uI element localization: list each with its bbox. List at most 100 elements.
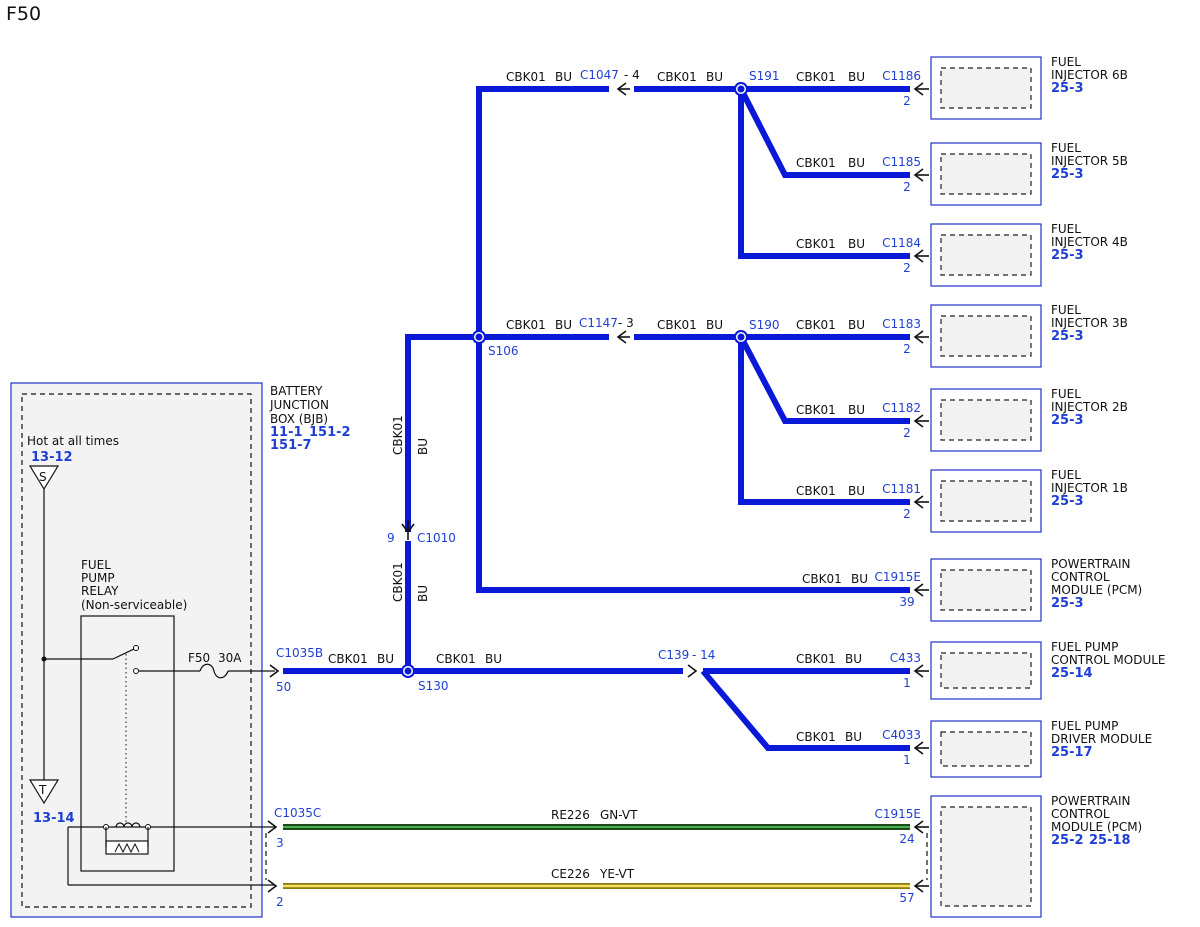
connector-label[interactable]: C1186 xyxy=(882,69,921,83)
connector-label[interactable]: C1915E xyxy=(875,570,922,584)
component-ref-link[interactable]: 25-3 xyxy=(1051,413,1084,428)
c139-label[interactable]: C139 xyxy=(658,648,689,662)
c1047-label[interactable]: C1047 xyxy=(580,68,619,82)
component-ref-link[interactable]: 25-3 xyxy=(1051,167,1084,182)
component-ref-link[interactable]: 25-18 xyxy=(1089,833,1131,848)
re226-circuit: RE226 xyxy=(551,808,590,822)
connector-label[interactable]: C1915E xyxy=(875,807,922,821)
s-ref-link[interactable]: 13-12 xyxy=(31,450,73,465)
connector-pin: 2 xyxy=(903,507,911,521)
c1035c-pin2: 2 xyxy=(276,895,284,909)
component-name: INJECTOR 4B xyxy=(1051,235,1128,249)
connector-arrows xyxy=(265,82,698,893)
svg-text:CBK01: CBK01 xyxy=(391,415,405,455)
component-name: POWERTRAIN xyxy=(1051,794,1131,808)
svg-text:CBK01: CBK01 xyxy=(657,318,697,332)
c1035c-label[interactable]: C1035C xyxy=(274,806,321,820)
component-ref-link[interactable]: 25-3 xyxy=(1051,248,1084,263)
component-ref-link[interactable]: 25-14 xyxy=(1051,666,1093,681)
connector-pin: 2 xyxy=(903,426,911,440)
svg-text:CBK01: CBK01 xyxy=(506,70,546,84)
bjb-ref-151-2[interactable]: 151-2 xyxy=(309,425,351,440)
svg-text:CBK01: CBK01 xyxy=(436,652,476,666)
svg-text:BU: BU xyxy=(848,484,865,498)
hot-at-all-times-label: Hot at all times xyxy=(27,434,119,448)
splice-s106-label: S106 xyxy=(488,344,519,358)
svg-text:BU: BU xyxy=(848,70,865,84)
component-name: INJECTOR 5B xyxy=(1051,154,1128,168)
t-ref-link[interactable]: 13-14 xyxy=(33,811,75,826)
svg-text:BU: BU xyxy=(377,652,394,666)
component-ref-link[interactable]: 25-3 xyxy=(1051,596,1084,611)
component-ref-link[interactable]: 25-2 xyxy=(1051,833,1084,848)
connector-label[interactable]: C433 xyxy=(890,651,921,665)
ce226-color: YE-VT xyxy=(599,867,635,881)
relay-box xyxy=(80,615,175,872)
c1147-label[interactable]: C1147 xyxy=(579,316,618,330)
component-name: FUEL xyxy=(1051,387,1081,401)
inline-connector-labels: C1047 - 4 C1147 - 3 9 C1010 C139 - 14 C1… xyxy=(274,68,715,909)
c1010-pin: 9 xyxy=(387,531,395,545)
bjb-ref-151-7[interactable]: 151-7 xyxy=(270,438,312,453)
connector-label[interactable]: C4033 xyxy=(882,728,921,742)
component-name: CONTROL xyxy=(1051,807,1110,821)
bjb-name-1: BATTERY xyxy=(270,384,323,398)
component-name: FUEL xyxy=(1051,55,1081,69)
svg-text:BU: BU xyxy=(851,572,868,586)
svg-text:BU: BU xyxy=(706,70,723,84)
bjb-ref-11-1[interactable]: 11-1 xyxy=(270,425,303,440)
svg-text:CBK01: CBK01 xyxy=(796,730,836,744)
svg-text:BU: BU xyxy=(706,318,723,332)
svg-text:CBK01: CBK01 xyxy=(796,70,836,84)
s-symbol: S xyxy=(39,470,47,484)
svg-text:BU: BU xyxy=(555,318,572,332)
component-name: POWERTRAIN xyxy=(1051,557,1131,571)
component-ref-link[interactable]: 25-3 xyxy=(1051,81,1084,96)
re226-color: GN-VT xyxy=(600,808,638,822)
svg-text:CBK01: CBK01 xyxy=(796,237,836,251)
c1147-pin: - 3 xyxy=(618,316,634,330)
svg-text:BU: BU xyxy=(848,237,865,251)
connector-pin: 1 xyxy=(903,676,911,690)
battery-junction-box: BATTERY JUNCTION BOX (BJB) 11-1 151-2 15… xyxy=(10,382,351,918)
c1035b-label[interactable]: C1035B xyxy=(276,646,323,660)
svg-text:BU: BU xyxy=(555,70,572,84)
c1010-label[interactable]: C1010 xyxy=(417,531,456,545)
relay-switch-contact xyxy=(112,647,137,660)
connector-pin: 2 xyxy=(903,94,911,108)
connector-pin: 1 xyxy=(903,753,911,767)
component-name: MODULE (PCM) xyxy=(1051,820,1142,834)
svg-text:CBK01: CBK01 xyxy=(796,318,836,332)
connector-label[interactable]: C1185 xyxy=(882,155,921,169)
component-name: FUEL PUMP xyxy=(1051,719,1118,733)
fuse-label: F50 xyxy=(188,651,210,665)
fuse-icon xyxy=(199,663,229,679)
connector-pin: 2 xyxy=(903,180,911,194)
connector-label[interactable]: C1184 xyxy=(882,236,921,250)
svg-text:BU: BU xyxy=(845,730,862,744)
resistor-icon xyxy=(114,842,140,854)
page-title: F50 xyxy=(6,3,41,25)
component-ref-link[interactable]: 25-17 xyxy=(1051,745,1093,760)
splice-s190-label: S190 xyxy=(749,318,780,332)
component-ref-link[interactable]: 25-3 xyxy=(1051,329,1084,344)
connector-label[interactable]: C1183 xyxy=(882,317,921,331)
bjb-name-3: BOX (BJB) xyxy=(270,412,328,426)
component-ref-link[interactable]: 25-3 xyxy=(1051,494,1084,509)
svg-text:BU: BU xyxy=(485,652,502,666)
connector-label[interactable]: C1182 xyxy=(882,401,921,415)
connector-label[interactable]: C1181 xyxy=(882,482,921,496)
component-name: FUEL xyxy=(1051,303,1081,317)
